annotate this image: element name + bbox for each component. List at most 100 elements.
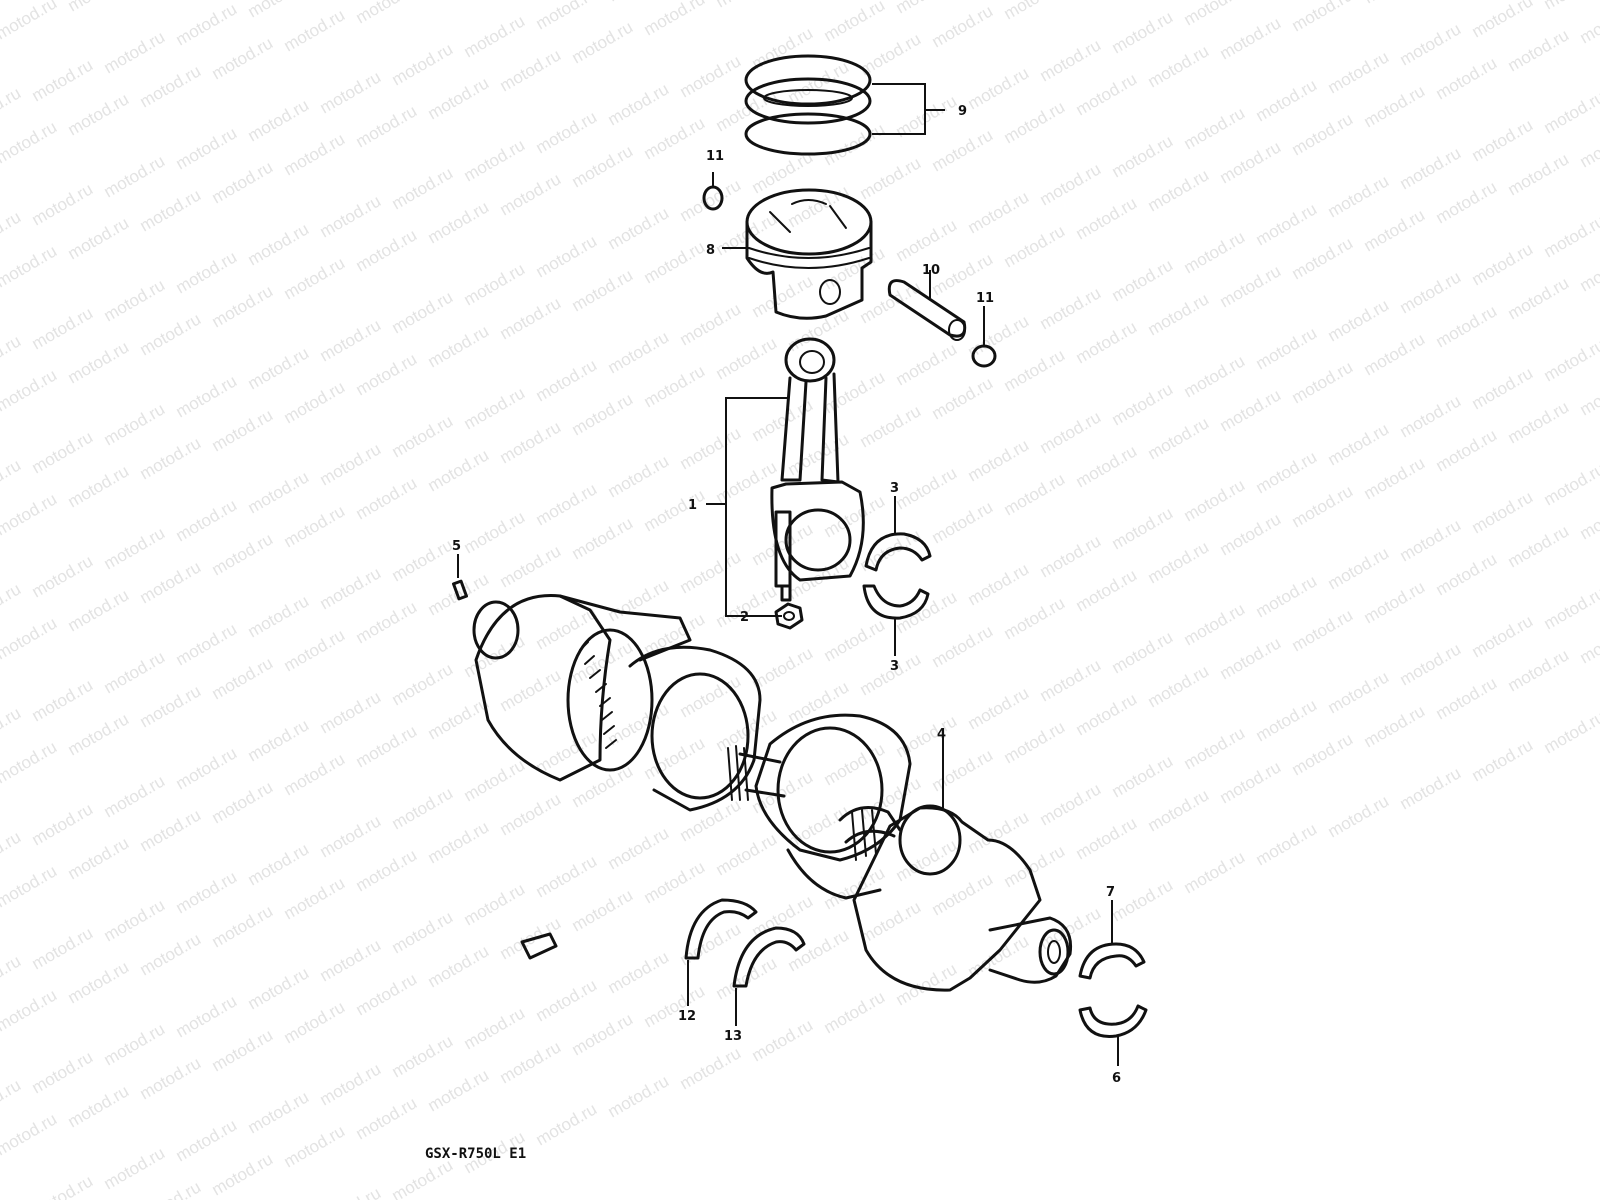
watermark-text: motod.ru bbox=[1181, 103, 1249, 153]
watermark-text: motod.ru bbox=[857, 897, 925, 947]
watermark-text: motod.ru bbox=[29, 923, 97, 973]
watermark-text: motod.ru bbox=[1469, 611, 1537, 661]
watermark-text: motod.ru bbox=[1037, 655, 1105, 705]
watermark-text: motod.ru bbox=[1397, 515, 1465, 565]
watermark-text: motod.ru bbox=[65, 0, 133, 15]
watermark-text: motod.ru bbox=[29, 303, 97, 353]
watermark-text: motod.ru bbox=[389, 411, 457, 461]
watermark-text: motod.ru bbox=[209, 405, 277, 455]
watermark-text: motod.ru bbox=[1145, 41, 1213, 91]
watermark-text: motod.ru bbox=[1577, 369, 1600, 419]
dowel-pin bbox=[452, 554, 468, 601]
watermark-text: motod.ru bbox=[137, 681, 205, 731]
watermark-text: motod.ru bbox=[389, 287, 457, 337]
watermark-text: motod.ru bbox=[785, 429, 853, 479]
watermark-text: motod.ru bbox=[1433, 53, 1501, 103]
watermark-text: motod.ru bbox=[389, 659, 457, 709]
watermark-text: motod.ru bbox=[533, 975, 601, 1025]
crankshaft bbox=[472, 594, 1073, 992]
watermark-text: motod.ru bbox=[353, 721, 421, 771]
watermark-text: motod.ru bbox=[281, 253, 349, 303]
watermark-text: motod.ru bbox=[893, 339, 961, 389]
watermark-text: motod.ru bbox=[893, 835, 961, 885]
watermark-text: motod.ru bbox=[461, 1003, 529, 1053]
watermark-text: motod.ru bbox=[353, 1093, 421, 1143]
watermark-text: motod.ru bbox=[173, 743, 241, 793]
watermark-text: motod.ru bbox=[0, 1109, 60, 1159]
watermark-text: motod.ru bbox=[29, 675, 97, 725]
watermark-text: motod.ru bbox=[965, 559, 1033, 609]
watermark-text: motod.ru bbox=[497, 541, 565, 591]
watermark-text: motod.ru bbox=[1577, 493, 1600, 543]
watermark-text: motod.ru bbox=[497, 1037, 565, 1087]
watermark-text: motod.ru bbox=[389, 535, 457, 585]
watermark-text: motod.ru bbox=[1325, 667, 1393, 717]
watermark-text: motod.ru bbox=[641, 361, 709, 411]
watermark-text: motod.ru bbox=[353, 101, 421, 151]
watermark-text: motod.ru bbox=[425, 197, 493, 247]
watermark-text: motod.ru bbox=[0, 1075, 24, 1125]
watermark-text: motod.ru bbox=[1397, 267, 1465, 317]
watermark-text: motod.ru bbox=[1361, 453, 1429, 503]
watermark-text: motod.ru bbox=[1505, 149, 1573, 199]
callout-dowel-pin: 5 bbox=[452, 539, 461, 554]
watermark-text: motod.ru bbox=[605, 823, 673, 873]
watermark-text: motod.ru bbox=[0, 455, 24, 505]
watermark-text: motod.ru bbox=[245, 343, 313, 393]
watermark-text: motod.ru bbox=[317, 811, 385, 861]
watermark-text: motod.ru bbox=[65, 585, 133, 635]
watermark-text: motod.ru bbox=[245, 467, 313, 517]
watermark-text: motod.ru bbox=[533, 0, 601, 33]
watermark-text: motod.ru bbox=[1145, 165, 1213, 215]
watermark-text: motod.ru bbox=[1325, 543, 1393, 593]
watermark-text: motod.ru bbox=[1361, 0, 1429, 7]
callout-conrod-nut: 2 bbox=[740, 610, 749, 625]
watermark-text: motod.ru bbox=[389, 1155, 457, 1200]
watermark-text: motod.ru bbox=[137, 61, 205, 111]
watermark-text: motod.ru bbox=[317, 439, 385, 489]
callout-conrod-bearing-lower: 3 bbox=[890, 659, 899, 674]
watermark-text: motod.ru bbox=[209, 1025, 277, 1075]
watermark-text: motod.ru bbox=[1037, 283, 1105, 333]
watermark-text: motod.ru bbox=[1181, 599, 1249, 649]
watermark-text: motod.ru bbox=[1469, 363, 1537, 413]
watermark-text: motod.ru bbox=[1217, 509, 1285, 559]
watermark-text: motod.ru bbox=[389, 907, 457, 957]
watermark-text: motod.ru bbox=[0, 579, 24, 629]
watermark-text: motod.ru bbox=[605, 1071, 673, 1121]
watermark-text: motod.ru bbox=[425, 693, 493, 743]
watermark-text: motod.ru bbox=[605, 575, 673, 625]
conrod-nut bbox=[754, 602, 804, 630]
watermark-text: motod.ru bbox=[281, 1121, 349, 1171]
watermark-text: motod.ru bbox=[1181, 475, 1249, 525]
watermark-text: motod.ru bbox=[281, 377, 349, 427]
watermark-text: motod.ru bbox=[641, 485, 709, 535]
watermark-text: motod.ru bbox=[641, 857, 709, 907]
watermark-text: motod.ru bbox=[0, 737, 60, 787]
watermark-text: motod.ru bbox=[317, 315, 385, 365]
watermark-text: motod.ru bbox=[497, 417, 565, 467]
watermark-text: motod.ru bbox=[425, 817, 493, 867]
watermark-text: motod.ru bbox=[0, 117, 60, 167]
watermark-text: motod.ru bbox=[173, 495, 241, 545]
watermark-text: motod.ru bbox=[281, 5, 349, 55]
watermark-text: motod.ru bbox=[353, 597, 421, 647]
watermark-text: motod.ru bbox=[0, 703, 24, 753]
watermark-text: motod.ru bbox=[641, 237, 709, 287]
watermark-text: motod.ru bbox=[1073, 689, 1141, 739]
watermark-text: motod.ru bbox=[1253, 447, 1321, 497]
watermark-text: motod.ru bbox=[1433, 301, 1501, 351]
watermark-text: motod.ru bbox=[1001, 97, 1069, 147]
watermark-text: motod.ru bbox=[677, 175, 745, 225]
watermark-text: motod.ru bbox=[893, 0, 961, 17]
watermark-text: motod.ru bbox=[245, 715, 313, 765]
watermark-text: motod.ru bbox=[569, 637, 637, 687]
watermark-text: motod.ru bbox=[209, 653, 277, 703]
watermark-text: motod.ru bbox=[1289, 0, 1357, 35]
watermark-text: motod.ru bbox=[137, 557, 205, 607]
watermark-text: motod.ru bbox=[461, 755, 529, 805]
callout-journal-bearing-lower: 6 bbox=[1112, 1071, 1121, 1086]
watermark-text: motod.ru bbox=[1505, 397, 1573, 447]
watermark-text: motod.ru bbox=[425, 1065, 493, 1115]
